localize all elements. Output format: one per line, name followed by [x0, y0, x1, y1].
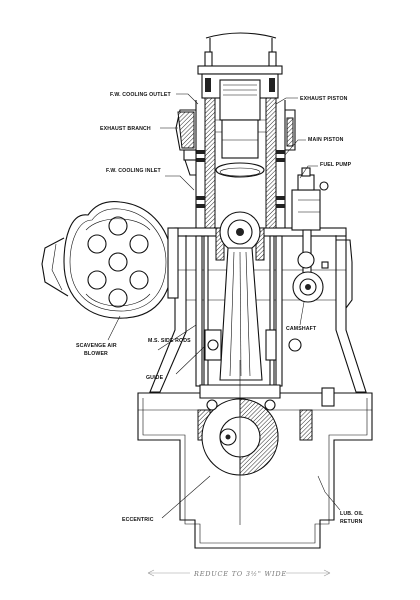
exhaust-branch [175, 109, 197, 176]
cylinder [195, 91, 286, 229]
leader-lines [107, 93, 341, 519]
exhaust-piston-assembly [197, 32, 283, 159]
label-lub-oil-line1: LUB. OIL [340, 511, 364, 517]
crankshaft-eccentric [199, 360, 335, 525]
label-lub-oil-line2: RETURN [340, 519, 363, 525]
fuel-pump [285, 109, 329, 291]
reduce-to-width-note: REDUCE TO 3½" WIDE [193, 570, 287, 578]
label-ms-side-rods: M.S. SIDE RODS [148, 338, 191, 344]
label-camshaft: CAMSHAFT [286, 326, 317, 332]
label-fw-cooling-outlet: F.W. COOLING OUTLET [110, 92, 171, 98]
label-guide: GUIDE [146, 375, 164, 381]
label-eccentric: ECCENTRIC [122, 517, 154, 523]
scavenge-air-blower [41, 201, 179, 319]
camshaft [292, 239, 353, 309]
label-fw-cooling-inlet: F.W. COOLING INLET [106, 168, 162, 174]
part-labels: F.W. COOLING OUTLET EXHAUST PISTON EXHAU… [76, 92, 364, 525]
main-piston-and-rod [215, 211, 265, 381]
label-fuel-pump: FUEL PUMP [320, 162, 352, 168]
reduction-note: REDUCE TO 3½" WIDE [147, 569, 331, 578]
label-scavenge-air-line1: SCAVENGE AIR [76, 343, 117, 349]
label-scavenge-air-line2: BLOWER [84, 351, 108, 357]
label-exhaust-branch: EXHAUST BRANCH [100, 126, 151, 132]
label-main-piston: MAIN PISTON [308, 137, 344, 143]
label-exhaust-piston: EXHAUST PISTON [300, 96, 348, 102]
